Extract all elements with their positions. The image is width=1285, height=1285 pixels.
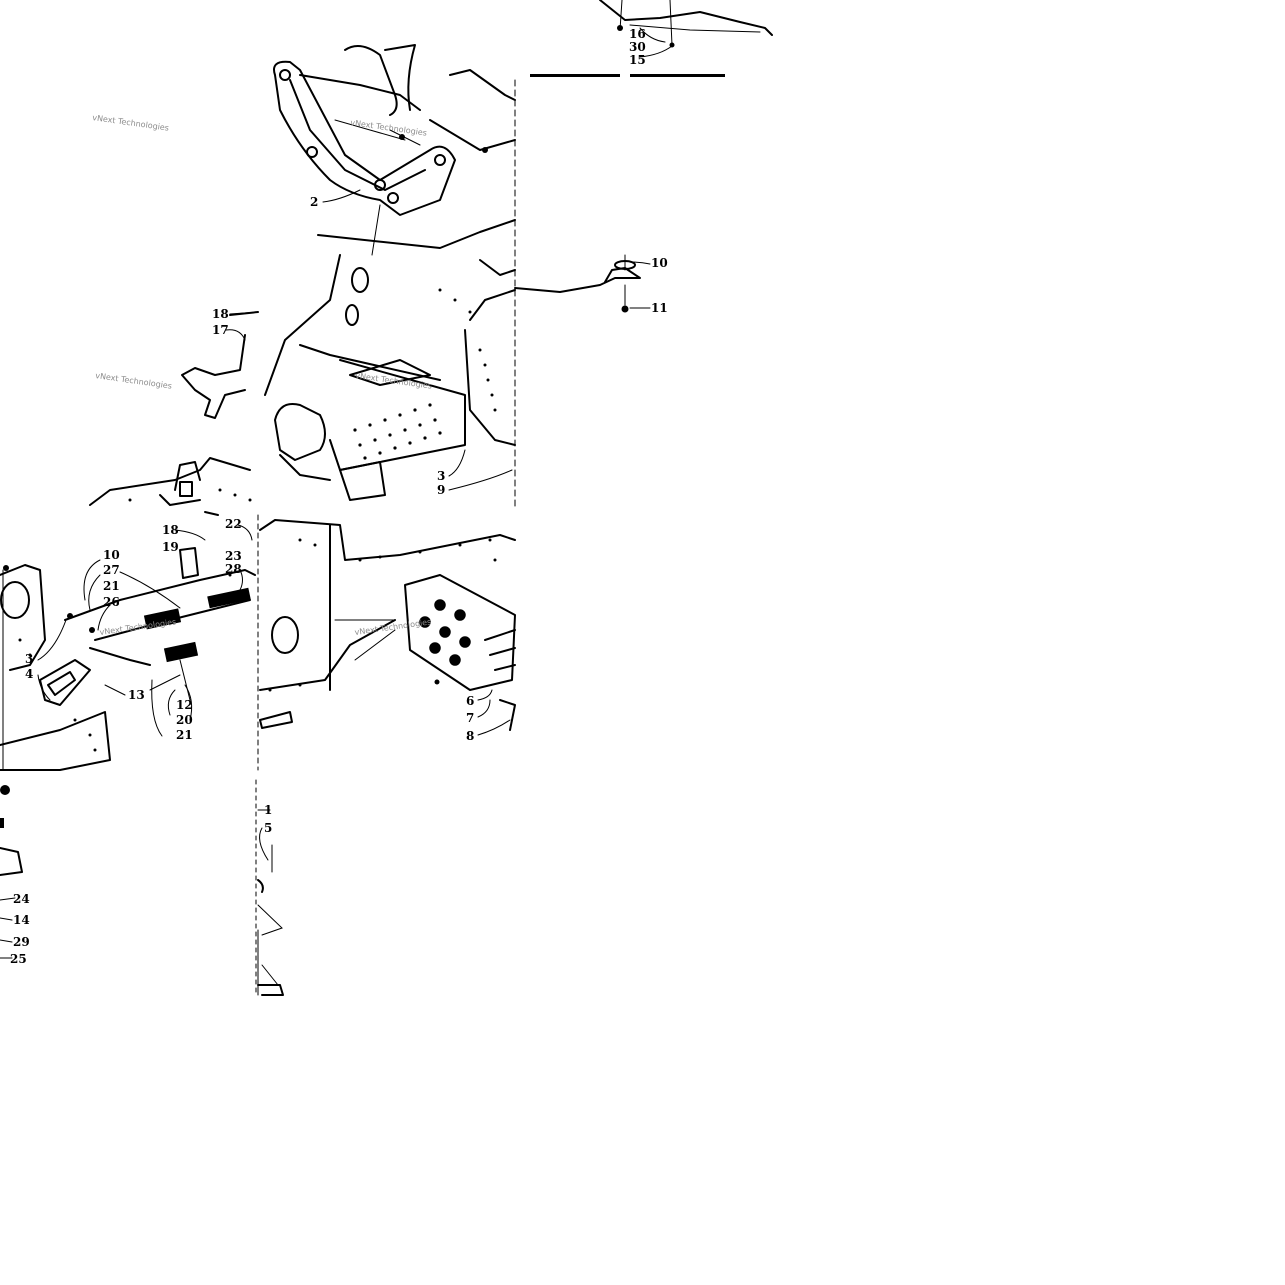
callout-leaders xyxy=(37,189,513,737)
callout-label: 8 xyxy=(466,729,474,743)
callout-labels: 16 30 15 2 10 11 18 17 3 9 18 19 22 10 2… xyxy=(10,27,668,966)
callout-label: 14 xyxy=(13,913,30,927)
callout-label: 15 xyxy=(629,53,646,67)
callout-label: 2 xyxy=(310,195,318,209)
callout-label: 21 xyxy=(103,579,120,593)
callout-label: 26 xyxy=(103,595,120,609)
callout-label: 11 xyxy=(651,301,668,315)
callout-label: 27 xyxy=(103,563,120,577)
tile-left-middle-drawing xyxy=(89,311,259,506)
watermarks: vNext Technologies vNext Technologies vN… xyxy=(92,113,433,637)
watermark-1: vNext Technologies xyxy=(92,113,170,133)
tile-lower-left-drawing xyxy=(0,511,256,771)
callout-label: 12 xyxy=(176,698,193,712)
callout-label: 16 xyxy=(629,27,646,41)
callout-label: 7 xyxy=(466,711,474,725)
tile-upper-middle-drawing xyxy=(264,44,516,511)
callout-label: 18 xyxy=(212,307,229,321)
callout-label: 30 xyxy=(629,40,646,54)
callout-label: 24 xyxy=(13,892,30,906)
tile-bottom-left-drawing xyxy=(0,785,23,959)
callout-label: 5 xyxy=(264,821,272,835)
tile-lower-middle-drawing xyxy=(257,514,516,771)
callout-label: 17 xyxy=(212,323,229,337)
tile-right-middle-drawing xyxy=(514,254,651,313)
watermark-2: vNext Technologies xyxy=(350,118,428,138)
callout-label: 10 xyxy=(103,548,120,562)
callout-label: 18 xyxy=(162,523,179,537)
callout-label: 6 xyxy=(466,694,474,708)
watermark-5: vNext Technologies xyxy=(99,617,177,637)
callout-label: 20 xyxy=(176,713,193,727)
callout-label: 19 xyxy=(162,540,179,554)
tile-bottom-middle-drawing xyxy=(255,779,284,996)
rivet-holes-panel xyxy=(353,403,442,460)
access-panel-holes xyxy=(419,599,471,666)
callout-label: 21 xyxy=(176,728,193,742)
rivet-holes-bulkhead xyxy=(438,288,497,412)
callout-label: 25 xyxy=(10,952,27,966)
callout-label: 4 xyxy=(25,667,33,681)
callout-label: 22 xyxy=(225,517,242,531)
callout-label: 3 xyxy=(25,652,33,666)
callout-label: 23 xyxy=(225,549,242,563)
tile-top-right-drawing xyxy=(530,0,773,77)
callout-label: 10 xyxy=(651,256,668,270)
watermark-3: vNext Technologies xyxy=(95,371,173,391)
callout-label: 3 xyxy=(437,469,445,483)
callout-label: 29 xyxy=(13,935,30,949)
callout-label: 13 xyxy=(128,688,145,702)
callout-label: 1 xyxy=(264,803,272,817)
callout-label: 28 xyxy=(225,562,242,576)
callout-label: 9 xyxy=(437,483,445,497)
